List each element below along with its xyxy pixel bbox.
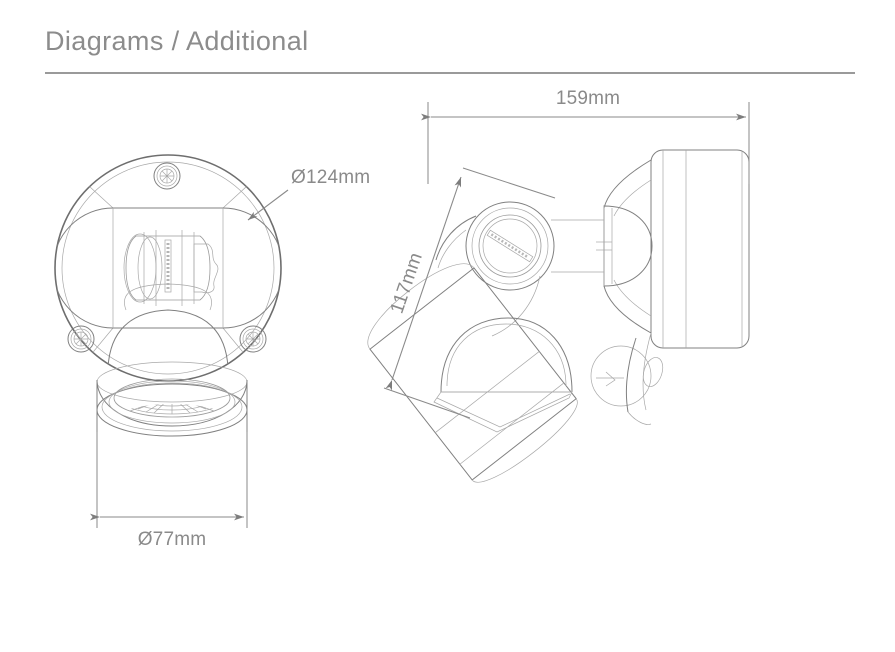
drawing-area: Ø124mm Ø77mm xyxy=(0,80,895,652)
technical-drawing: Ø124mm Ø77mm xyxy=(54,88,750,550)
mounting-screw-top-icon xyxy=(153,162,181,190)
mount-arm-side xyxy=(603,159,652,334)
page-header: Diagrams / Additional xyxy=(45,24,855,76)
knuckle-joint-front xyxy=(123,230,219,306)
dimension-label-depth: 159mm xyxy=(556,88,620,109)
extension-line-height-bottom xyxy=(383,387,471,419)
extension-line-height-top xyxy=(462,167,556,199)
dimension-label-height: 117mm xyxy=(387,250,427,316)
page-title: Diagrams / Additional xyxy=(45,26,309,56)
dimension-head-diameter: Ø77mm xyxy=(90,432,248,550)
connector-neck-side xyxy=(551,219,604,273)
knuckle-wave-detail xyxy=(193,243,219,294)
title-divider xyxy=(45,72,855,74)
mounting-screw-bottom-right-icon xyxy=(239,325,267,353)
pivot-hub-side xyxy=(596,205,653,287)
lamp-head-front xyxy=(96,361,248,437)
slotted-screw-side xyxy=(486,229,534,263)
dimension-line-height xyxy=(385,176,462,391)
knuckle-joint-side xyxy=(465,201,555,291)
dimension-plate-diameter: Ø124mm xyxy=(247,167,370,221)
front-view-plate-details xyxy=(55,175,281,381)
lamp-hood-side xyxy=(433,317,573,433)
lamp-head-side xyxy=(367,263,578,483)
dimension-height: 117mm xyxy=(383,167,556,419)
slotted-screw-front xyxy=(164,239,172,293)
lamp-body-skirt xyxy=(107,309,229,381)
front-view: Ø124mm Ø77mm xyxy=(54,154,370,550)
lamp-head-rim xyxy=(96,383,248,437)
lamp-head-bezel-outer xyxy=(96,379,248,427)
reflector-grid xyxy=(115,404,229,415)
dimension-label-head-diameter: Ø77mm xyxy=(138,529,207,550)
lamp-head-top-ellipse xyxy=(96,361,248,403)
mounting-screw-bottom-left-icon xyxy=(67,325,95,353)
dimension-label-plate-diameter: Ø124mm xyxy=(291,167,370,188)
wall-plate-side xyxy=(650,149,750,349)
side-view: 159mm 117mm xyxy=(367,88,750,483)
leader-line-plate-diameter xyxy=(247,189,289,221)
dimension-depth: 159mm xyxy=(421,88,750,184)
reflector-outer xyxy=(113,378,231,418)
sensor-detail-side xyxy=(590,332,664,425)
wall-plate-inner-circle xyxy=(61,161,275,375)
